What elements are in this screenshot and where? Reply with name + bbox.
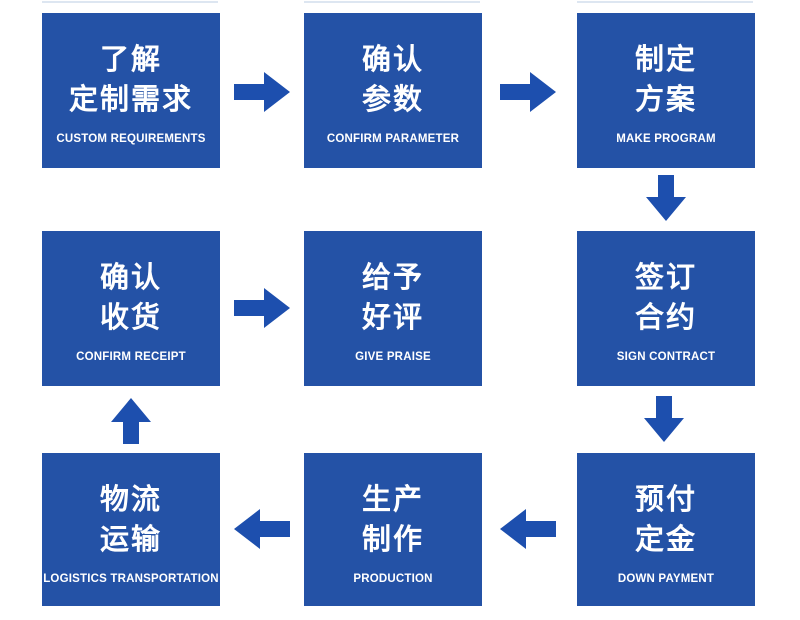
arrow-left-icon: [234, 509, 290, 549]
arrow-right-icon: [234, 288, 290, 328]
step-title-zh-line1: 生产: [361, 484, 424, 516]
step-subtitle-en: PRODUCTION: [353, 573, 433, 585]
step-box-make-program: 制定 方案 MAKE PROGRAM: [577, 13, 755, 168]
step-title-zh-line1: 制定: [634, 44, 697, 76]
step-title-zh-line1: 确认: [99, 262, 162, 294]
step-title-zh-line2: 方案: [634, 84, 697, 116]
step-title-zh: 预付 定金: [635, 480, 697, 560]
step-title-zh-line1: 预付: [634, 484, 697, 516]
step-box-confirm-receipt: 确认 收货 CONFIRM RECEIPT: [42, 231, 220, 386]
arrow-right-icon: [234, 72, 290, 112]
step-title-zh-line2: 好评: [361, 302, 424, 334]
step-box-logistics-transportation: 物流 运输 LOGISTICS TRANSPORTATION: [42, 453, 220, 606]
step-box-down-payment: 预付 定金 DOWN PAYMENT: [577, 453, 755, 606]
step-title-zh: 物流 运输: [100, 480, 162, 560]
step-subtitle-en: LOGISTICS TRANSPORTATION: [43, 573, 219, 585]
step-title-zh-line2: 收货: [99, 302, 162, 334]
arrow-down-icon: [646, 175, 686, 221]
step-box-production: 生产 制作 PRODUCTION: [304, 453, 482, 606]
step-title-zh-line1: 物流: [99, 484, 162, 516]
step-box-confirm-parameter: 确认 参数 CONFIRM PARAMETER: [304, 13, 482, 168]
step-title-zh-line2: 定制需求: [68, 84, 193, 116]
step-title-zh-line1: 给予: [361, 262, 424, 294]
step-title-zh-line1: 确认: [361, 44, 424, 76]
step-title-zh-line2: 制作: [361, 524, 424, 556]
step-title-zh: 给予 好评: [362, 258, 424, 338]
step-subtitle-en: CUSTOM REQUIREMENTS: [56, 133, 206, 145]
cropped-top-line: [42, 1, 218, 3]
cropped-top-line: [577, 1, 753, 3]
step-subtitle-en: MAKE PROGRAM: [616, 133, 716, 145]
step-subtitle-en: CONFIRM RECEIPT: [76, 351, 186, 363]
step-subtitle-en: CONFIRM PARAMETER: [326, 133, 460, 145]
arrow-down-icon: [644, 396, 684, 442]
step-title-zh-line2: 参数: [361, 84, 424, 116]
step-title-zh: 签订 合约: [635, 258, 697, 338]
step-title-zh: 确认 收货: [100, 258, 162, 338]
step-subtitle-en: GIVE PRAISE: [355, 351, 431, 363]
step-title-zh: 确认 参数: [362, 40, 424, 120]
step-subtitle-en: SIGN CONTRACT: [616, 351, 716, 363]
cropped-top-line: [304, 1, 480, 3]
step-title-zh-line2: 定金: [634, 524, 697, 556]
step-box-custom-requirements: 了解 定制需求 CUSTOM REQUIREMENTS: [42, 13, 220, 168]
step-title-zh: 了解 定制需求: [69, 40, 193, 120]
step-box-sign-contract: 签订 合约 SIGN CONTRACT: [577, 231, 755, 386]
step-title-zh: 制定 方案: [635, 40, 697, 120]
arrow-up-icon: [111, 398, 151, 444]
step-subtitle-en: DOWN PAYMENT: [617, 573, 715, 585]
step-title-zh-line1: 了解: [99, 44, 162, 76]
arrow-right-icon: [500, 72, 556, 112]
step-box-give-praise: 给予 好评 GIVE PRAISE: [304, 231, 482, 386]
step-title-zh-line1: 签订: [634, 262, 697, 294]
step-title-zh-line2: 合约: [634, 302, 697, 334]
arrow-left-icon: [500, 509, 556, 549]
step-title-zh: 生产 制作: [362, 480, 424, 560]
step-title-zh-line2: 运输: [99, 524, 162, 556]
